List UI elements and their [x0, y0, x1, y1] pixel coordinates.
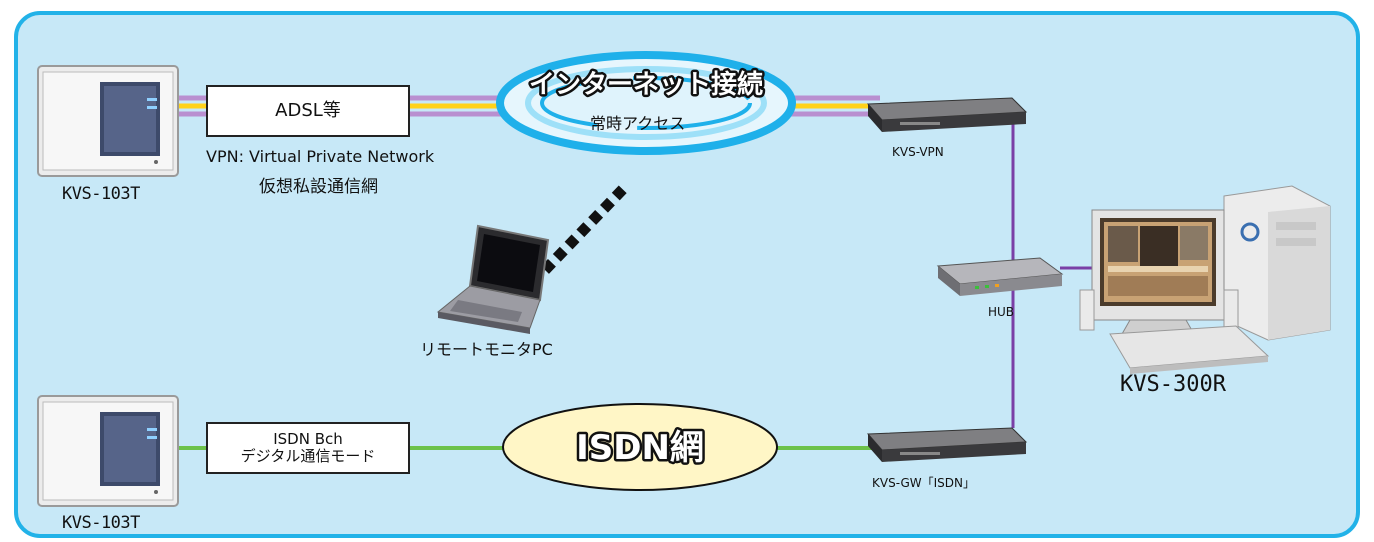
router-icon [866, 427, 1028, 462]
hub-icon [936, 257, 1064, 296]
adsl-box: ADSL等 [206, 85, 410, 137]
vpn-japanese: 仮想私設通信網 [259, 177, 378, 197]
hub-label: HUB [988, 305, 1015, 319]
remote-monitor-label: リモートモニタPC [420, 340, 553, 359]
internet-title: インターネット接続 [529, 69, 763, 100]
internet-cloud [496, 51, 796, 155]
terminal-unit-icon [37, 65, 179, 177]
router-icon [866, 97, 1028, 132]
terminal-unit-icon [37, 395, 179, 507]
isdn-mode-label: デジタル通信モード [240, 447, 376, 465]
terminal-label-bottom: KVS-103T [62, 513, 140, 533]
internet-subtitle: 常時アクセス [590, 114, 686, 133]
adsl-label: ADSL等 [275, 99, 341, 121]
wireless-link [541, 184, 628, 274]
kvs-vpn-label: KVS-VPN [892, 145, 944, 159]
kvs-gw-label: KVS-GW「ISDN」 [872, 476, 976, 490]
workstation-label: KVS-300R [1120, 372, 1226, 397]
isdn-bch-label: ISDN Bch [273, 429, 343, 448]
isdn-cloud [502, 403, 778, 491]
laptop-icon [436, 224, 550, 334]
vpn-description: VPN: Virtual Private Network [206, 147, 435, 166]
terminal-label-top: KVS-103T [62, 184, 140, 204]
isdn-bch-box: ISDN Bch デジタル通信モード [206, 422, 410, 474]
desktop-workstation-icon [1079, 185, 1331, 374]
isdn-net-title: ISDN網 [576, 428, 704, 468]
